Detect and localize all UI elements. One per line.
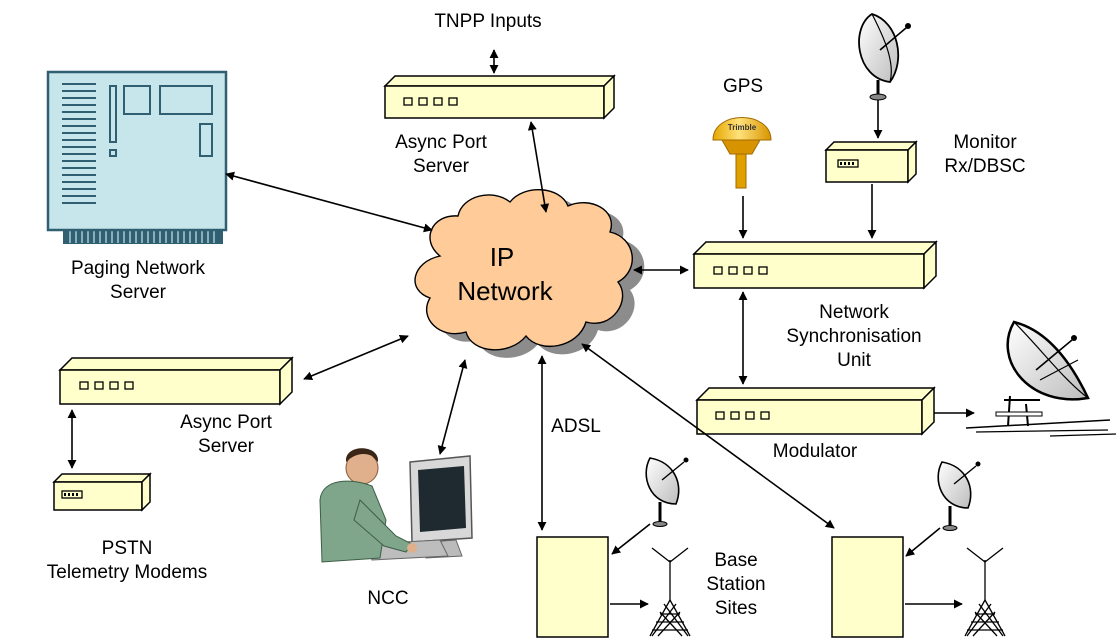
- nsu-label-3: Unit: [837, 350, 872, 371]
- tnpp-inputs-label: TNPP Inputs: [434, 11, 541, 32]
- async-port-server-left: [58, 356, 294, 406]
- server-rack-icon: [46, 70, 228, 244]
- monitor-label-2: Rx/DBSC: [944, 156, 1025, 177]
- pstn-modem-box: [52, 472, 152, 512]
- base-sites-label-1: Base: [714, 550, 757, 571]
- gps-receiver-icon: Trimble: [712, 117, 772, 189]
- async-left-label-1: Async Port: [180, 412, 273, 433]
- paging-server-label-1: Paging Network: [71, 258, 206, 279]
- pstn-label-2: Telemetry Modems: [47, 562, 208, 583]
- async-left-link: [303, 334, 409, 381]
- base-station-box-2: [831, 536, 904, 638]
- satellite-dish-icon: [858, 13, 911, 101]
- base-sites-label-2: Station: [706, 574, 765, 595]
- paging-server-label-2: Server: [110, 282, 167, 303]
- base-site-link-2: [581, 343, 835, 529]
- cloud-icon: [414, 188, 645, 358]
- ncc-label: NCC: [367, 588, 408, 609]
- base-sites-label-3: Sites: [715, 598, 757, 619]
- async-port-server-top: [383, 74, 616, 120]
- monitor-rx-box: [824, 140, 918, 184]
- base-station-box-1: [536, 536, 609, 638]
- modulator-label: Modulator: [773, 441, 858, 462]
- dish-link-1: [611, 523, 651, 555]
- antenna-tower-icon: [964, 547, 1006, 637]
- satellite-dish-icon: [645, 457, 689, 527]
- async-top-label-2: Server: [413, 156, 470, 177]
- paging-server-link: [225, 171, 433, 233]
- network-sync-unit: [692, 240, 938, 290]
- ncc-link: [437, 359, 468, 455]
- nsu-label-2: Synchronisation: [786, 326, 921, 347]
- ip-network-label-1: IP: [490, 242, 515, 272]
- async-top-label-1: Async Port: [395, 132, 488, 153]
- gps-label: GPS: [723, 76, 763, 97]
- pstn-label-1: PSTN: [102, 538, 153, 559]
- async-left-label-2: Server: [198, 436, 255, 457]
- nsu-label-1: Network: [819, 302, 889, 323]
- operator-workstation-icon: [319, 448, 473, 563]
- gps-brand-text: Trimble: [728, 123, 757, 132]
- dish-link-2: [905, 527, 941, 557]
- async-top-link: [527, 121, 550, 213]
- satellite-dish-icon: [937, 461, 981, 531]
- satellite-dish-icon: [965, 320, 1117, 437]
- monitor-label-1: Monitor: [953, 132, 1017, 153]
- antenna-tower-icon: [649, 547, 691, 637]
- modulator-box: [695, 386, 936, 436]
- ip-network-label-2: Network: [457, 276, 553, 306]
- adsl-label: ADSL: [551, 416, 601, 437]
